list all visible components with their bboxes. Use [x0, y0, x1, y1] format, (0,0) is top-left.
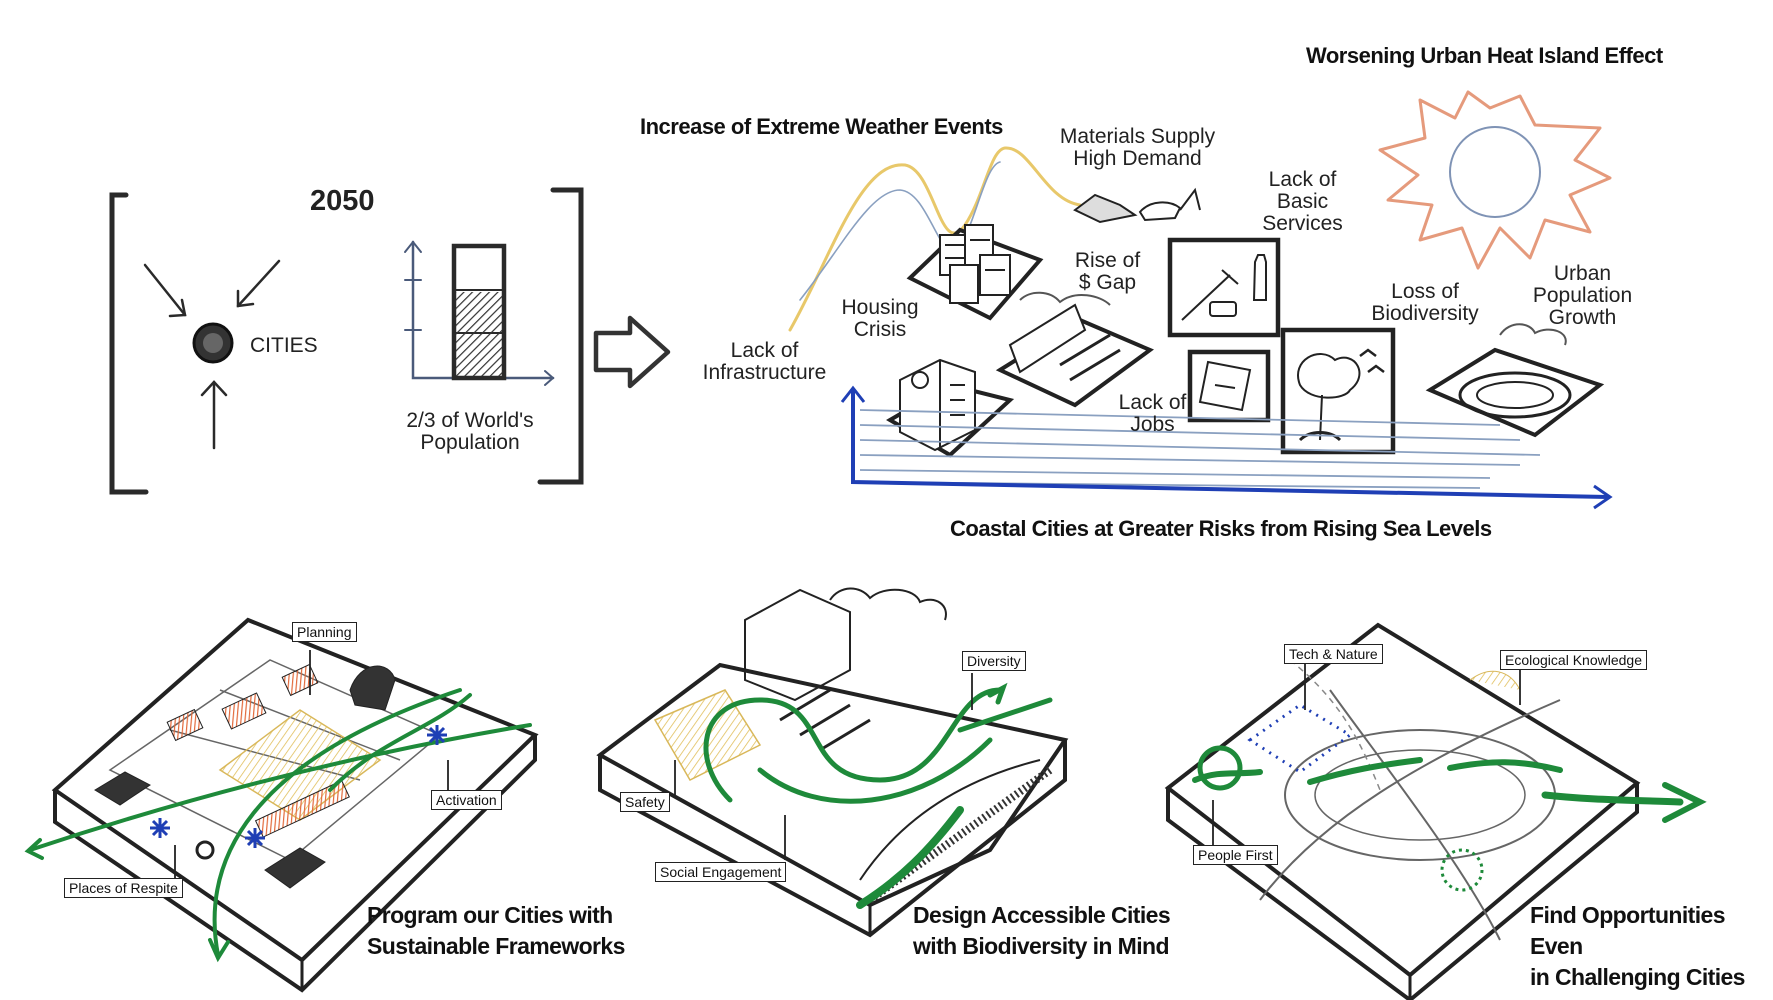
panel-2-arrows [703, 682, 1053, 909]
services-sketch [1167, 237, 1281, 338]
sea-axis [851, 388, 1610, 499]
jobs-label: Lack of Jobs [1118, 391, 1187, 437]
panel-3-caption-line1: Find Opportunities Even [1530, 902, 1726, 960]
tag-people-first: People First [1193, 845, 1278, 865]
tag-social-engagement: Social Engagement [655, 862, 787, 882]
housing-label: Housing Crisis [841, 296, 919, 342]
coastal-heading: Coastal Cities at Greater Risks from Ris… [950, 516, 1492, 541]
panel-2-caption-line2: with Biodiversity in Mind [913, 933, 1170, 960]
sun-icon [1378, 90, 1612, 270]
cities-label: CITIES [250, 334, 318, 357]
panel-2-caption-line1: Design Accessible Cities [913, 902, 1171, 928]
biodiversity-sketch [1280, 327, 1396, 455]
bracket-diagram [109, 187, 584, 495]
materials-sketch [1073, 187, 1201, 224]
urban-growth-label: Urban Population Growth [1532, 262, 1633, 330]
infrastructure-label: Lack of Infrastructure [702, 339, 827, 385]
left-bracket [109, 192, 149, 495]
weather-heading: Increase of Extreme Weather Events [640, 114, 1003, 139]
mountains [788, 146, 1082, 332]
transition-arrow [593, 315, 671, 389]
panel-2-caption: Design Accessible Cities with Biodiversi… [913, 900, 1171, 962]
urban-growth-sketch [1425, 323, 1605, 438]
year-label: 2050 [310, 185, 375, 217]
chart-axes [411, 240, 555, 380]
tag-safety: Safety [620, 792, 670, 812]
panel-1-caption-line2: Sustainable Frameworks [367, 933, 625, 960]
jobs-sketch [1187, 349, 1271, 423]
tag-tech-nature: Tech & Nature [1284, 644, 1383, 664]
housing-sketch [906, 224, 1044, 321]
panel-3-arrows [1192, 757, 1707, 823]
panel-3-leaders [1212, 663, 1521, 845]
panel-3-caption: Find Opportunities Even in Challenging C… [1530, 900, 1773, 993]
tag-activation: Activation [431, 790, 502, 810]
gap-sketch [995, 291, 1155, 408]
population-bar [451, 243, 507, 381]
panel-1-caption-line1: Program our Cities with [367, 902, 613, 928]
tag-places-of-respite: Places of Respite [64, 878, 183, 898]
materials-label: Materials Supply High Demand [1059, 125, 1216, 171]
biodiversity-label: Loss of Biodiversity [1371, 280, 1479, 326]
panel-1-arrows [24, 688, 532, 963]
tag-planning: Planning [292, 622, 357, 642]
panel-1-asterisks [150, 725, 447, 848]
panel-1-sketch [51, 617, 539, 993]
population-label: 2/3 of World's Population [406, 409, 534, 455]
panel-3-caption-line2: in Challenging Cities [1530, 964, 1745, 991]
tag-diversity: Diversity [962, 651, 1026, 671]
tag-ecological-knowledge: Ecological Knowledge [1500, 650, 1647, 670]
gap-label: Rise of $ Gap [1074, 249, 1141, 295]
services-label: Lack of Basic Services [1262, 168, 1343, 236]
panel-2-leaders [674, 673, 973, 860]
heat-heading: Worsening Urban Heat Island Effect [1306, 43, 1663, 68]
panel-1-caption: Program our Cities with Sustainable Fram… [367, 900, 625, 962]
right-bracket [537, 187, 584, 485]
